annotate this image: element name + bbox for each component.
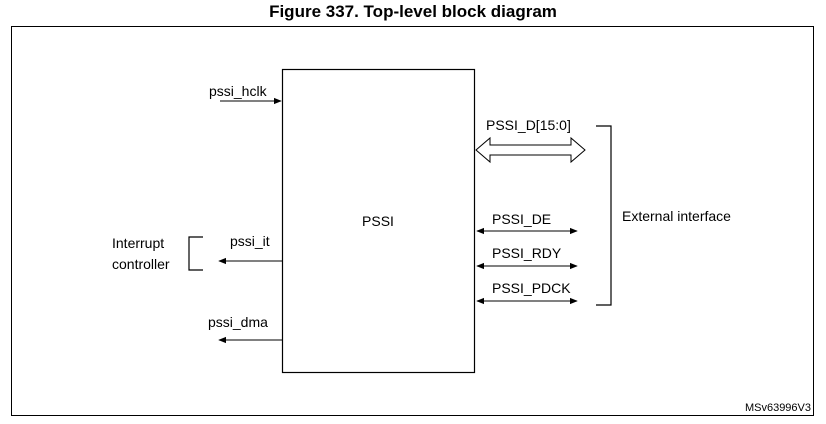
pssi-it-label: pssi_it — [230, 233, 270, 249]
interrupt-controller-label-line1: Interrupt — [112, 235, 164, 251]
external-interface-label: External interface — [622, 208, 731, 224]
figure-ref-id: MSv63996V3 — [745, 402, 811, 414]
pssi-rdy-label: PSSI_RDY — [492, 245, 562, 261]
pssi-block-label: PSSI — [362, 213, 394, 229]
pssi-dma-label: pssi_dma — [208, 314, 268, 330]
pssi-data-bus-arrow — [475, 136, 586, 164]
external-interface-bracket — [596, 125, 612, 306]
pssi-hclk-label: pssi_hclk — [209, 83, 268, 99]
pssi-data-label: PSSI_D[15:0] — [486, 117, 571, 133]
interrupt-controller-label-line2: controller — [112, 256, 170, 272]
diagram-frame — [11, 26, 814, 416]
pssi-block — [281, 68, 476, 374]
pssi-pdck-label: PSSI_PDCK — [492, 280, 571, 296]
pssi-de-label: PSSI_DE — [492, 211, 551, 227]
figure-title: Figure 337. Top-level block diagram — [269, 2, 557, 21]
interrupt-controller-bracket — [188, 236, 203, 271]
